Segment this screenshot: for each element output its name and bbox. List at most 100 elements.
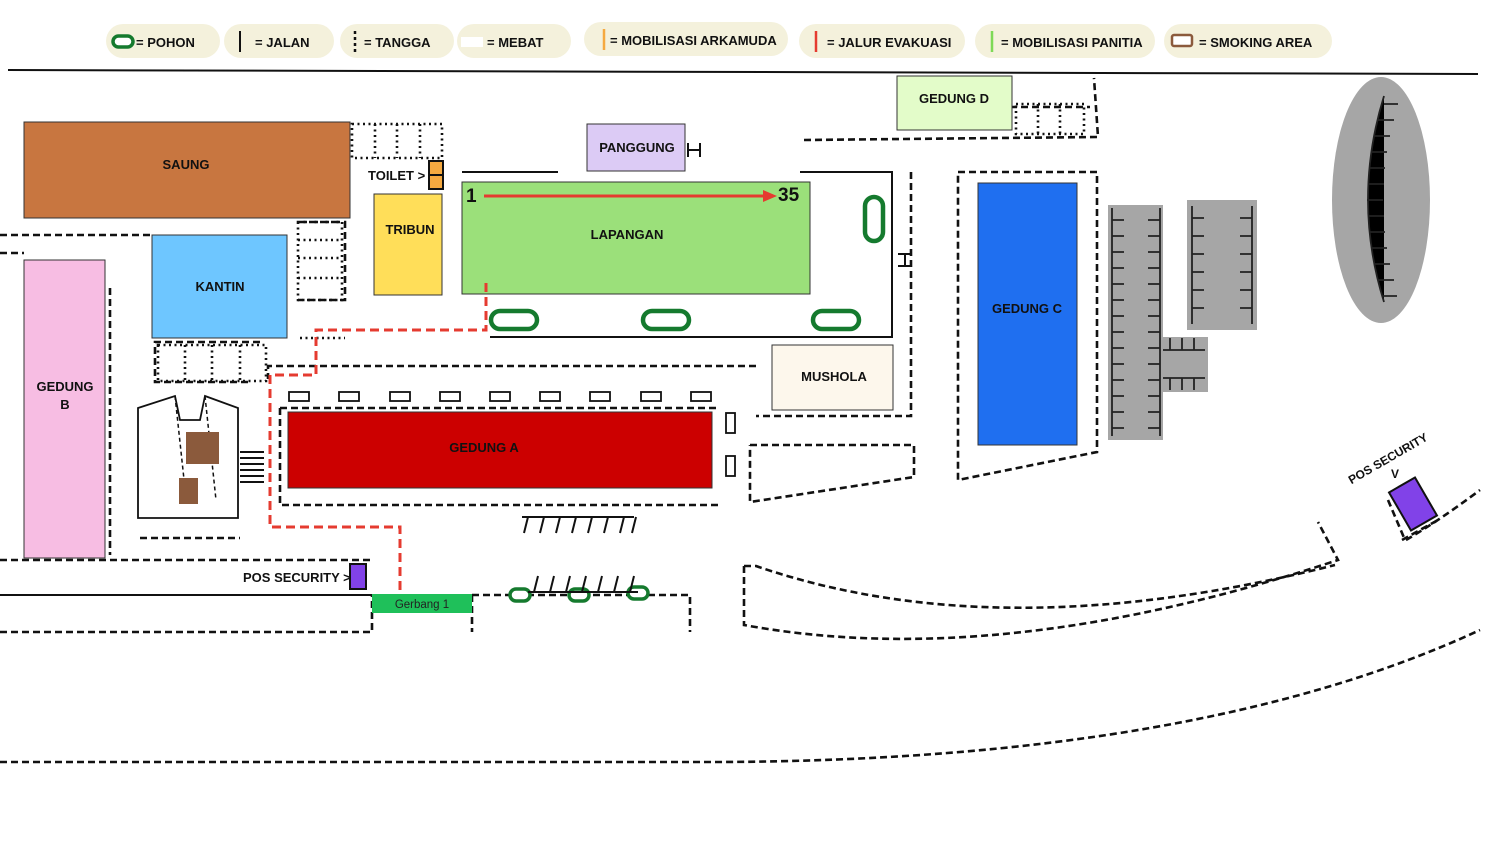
h-marker-icon bbox=[687, 143, 701, 157]
legend-item-mobilisasi-panitia: = MOBILISASI PANITIA bbox=[975, 24, 1155, 58]
legend-label: = SMOKING AREA bbox=[1199, 35, 1313, 50]
stairs-area bbox=[1014, 102, 1086, 136]
bench-icon bbox=[288, 391, 310, 402]
toilet-label: TOILET > bbox=[368, 168, 426, 183]
benches bbox=[288, 391, 736, 477]
legend-item-jalan: = JALAN bbox=[224, 24, 334, 58]
roundabout-road-inner bbox=[744, 563, 1336, 610]
lapangan-field[interactable]: LAPANGAN 1 35 bbox=[461, 181, 811, 295]
h-marker-icon bbox=[898, 253, 912, 267]
evacuation-route bbox=[268, 283, 488, 595]
legend-item-jalur-evakuasi: = JALUR EVAKUASI bbox=[799, 24, 965, 58]
tree-icon bbox=[640, 308, 692, 332]
building-gedung-b[interactable]: GEDUNG B bbox=[23, 259, 106, 559]
building-tribun[interactable]: TRIBUN bbox=[373, 193, 443, 296]
bench-icon bbox=[389, 391, 411, 402]
toilet[interactable]: TOILET > bbox=[368, 160, 444, 190]
building-mushola[interactable]: MUSHOLA bbox=[771, 344, 894, 411]
building-saung[interactable]: SAUNG bbox=[23, 121, 351, 219]
outer-road bbox=[0, 628, 1481, 764]
road-dash bbox=[748, 443, 916, 504]
pos-security-label: V bbox=[1391, 467, 1399, 481]
smoking-area-icon bbox=[186, 432, 219, 464]
roundabout-road bbox=[742, 521, 1340, 641]
bench-icon bbox=[640, 391, 662, 402]
smoking-area[interactable] bbox=[137, 394, 239, 519]
bench-icon bbox=[461, 37, 483, 47]
pos-security-label: POS SECURITY bbox=[1346, 430, 1430, 487]
motorcycle-parking bbox=[522, 516, 638, 593]
security-post-icon bbox=[1387, 476, 1439, 532]
building-kantin[interactable]: KANTIN bbox=[151, 234, 288, 339]
tree-icon bbox=[508, 587, 532, 603]
tree-icon bbox=[111, 34, 135, 49]
gedung-d-label: GEDUNG D bbox=[919, 91, 989, 106]
gerbang-label: Gerbang 1 bbox=[395, 599, 449, 611]
legend-item-tangga: = TANGGA bbox=[340, 24, 454, 58]
road-dash bbox=[153, 340, 260, 384]
gedung-b-label: GEDUNG bbox=[36, 379, 93, 394]
legend-label: = JALAN bbox=[255, 35, 310, 50]
mushola-label: MUSHOLA bbox=[801, 369, 867, 384]
row-start-number: 1 bbox=[466, 186, 477, 207]
legend-label: = MEBAT bbox=[487, 35, 544, 50]
stairs-area bbox=[296, 220, 344, 302]
security-post-left[interactable]: POS SECURITY > bbox=[243, 563, 367, 590]
security-post-icon bbox=[349, 563, 367, 590]
bench-icon bbox=[690, 391, 712, 402]
building-panggung[interactable]: PANGGUNG bbox=[586, 123, 686, 172]
legend-label: = MOBILISASI ARKAMUDA bbox=[610, 33, 777, 48]
road-dash bbox=[278, 408, 718, 507]
legend-item-mobilisasi-arkamuda: = MOBILISASI ARKAMUDA bbox=[584, 22, 788, 56]
legend: = POHON = JALAN = TANGGA = MEBAT = MOBIL… bbox=[106, 22, 1332, 58]
tree-icon bbox=[488, 308, 540, 332]
road-dash bbox=[803, 77, 1100, 142]
bench-icon bbox=[439, 391, 461, 402]
top-road bbox=[7, 69, 1479, 75]
trees bbox=[488, 194, 886, 603]
stairs bbox=[156, 102, 1086, 483]
pos-security-label: POS SECURITY > bbox=[243, 570, 351, 585]
legend-label: = MOBILISASI PANITIA bbox=[1001, 35, 1143, 50]
lapangan-label: LAPANGAN bbox=[591, 227, 664, 242]
bench-icon bbox=[589, 391, 611, 402]
tree-icon bbox=[567, 587, 591, 603]
road-dash bbox=[1386, 499, 1439, 542]
arrow-head-icon bbox=[763, 190, 777, 202]
stairs-icon bbox=[240, 451, 264, 483]
road-dash bbox=[298, 220, 347, 302]
gedung-c-label: GEDUNG C bbox=[992, 301, 1063, 316]
legend-label: = JALUR EVAKUASI bbox=[827, 35, 951, 50]
security-post-right[interactable]: POS SECURITY V bbox=[1346, 430, 1439, 542]
gedung-a-label: GEDUNG A bbox=[449, 440, 519, 455]
road-dash bbox=[1405, 488, 1481, 542]
tribun-label: TRIBUN bbox=[385, 222, 434, 237]
legend-item-pohon: = POHON bbox=[106, 24, 220, 58]
saung-label: SAUNG bbox=[163, 157, 210, 172]
bench-icon bbox=[338, 391, 360, 402]
road-dash bbox=[266, 364, 756, 379]
gedung-b-label: B bbox=[60, 397, 69, 412]
smoking-area-icon bbox=[1170, 33, 1194, 48]
legend-item-smoking-area: = SMOKING AREA bbox=[1164, 24, 1332, 58]
kantin-label: KANTIN bbox=[195, 279, 244, 294]
car-parking bbox=[1108, 77, 1430, 440]
bench-icon bbox=[725, 412, 736, 434]
road-dash bbox=[472, 593, 692, 632]
building-gedung-c[interactable]: GEDUNG C bbox=[977, 182, 1078, 446]
field-fence bbox=[490, 171, 893, 338]
panggung-label: PANGGUNG bbox=[599, 140, 675, 155]
gerbang-1[interactable]: Gerbang 1 bbox=[372, 594, 472, 613]
building-gedung-d[interactable]: GEDUNG D bbox=[896, 75, 1013, 131]
buildings: SAUNG KANTIN GEDUNG B TRIBUN TOILET > PA… bbox=[23, 75, 1078, 559]
legend-item-mebat: = MEBAT bbox=[457, 24, 571, 58]
building-gedung-a[interactable]: GEDUNG A bbox=[287, 411, 713, 489]
legend-label: = POHON bbox=[136, 35, 195, 50]
tree-icon bbox=[862, 194, 886, 244]
bench-icon bbox=[539, 391, 561, 402]
bench-icon bbox=[725, 455, 736, 477]
row-end-number: 35 bbox=[778, 185, 800, 206]
gedung-c-outline bbox=[956, 170, 1099, 482]
smoking-area-icon bbox=[179, 478, 198, 504]
